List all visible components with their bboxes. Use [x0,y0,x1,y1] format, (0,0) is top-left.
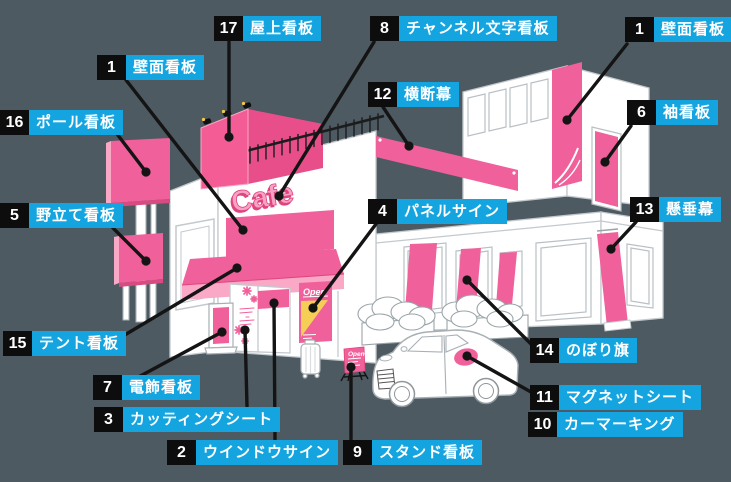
wall-sign-board [226,210,334,259]
callout-label: 屋上看板 [243,16,322,41]
callout-illuminated-sign: 7 電飾看板 [93,375,201,400]
stand-sign-open-text: Open [348,351,365,358]
callout-number: 7 [93,375,122,400]
callout-number: 3 [94,407,123,432]
rooftop-sign [200,101,385,190]
leader-dots [141,115,616,372]
callout-hanging-banner: 13 懸垂幕 [630,197,722,222]
callout-label: 壁面看板 [126,55,205,80]
callout-label: パネルサイン [397,199,508,224]
callout-label: カッティングシート [123,407,281,432]
upper-windows [467,78,549,137]
callout-panel-sign: 4 パネルサイン [368,199,508,224]
callout-label: ポール看板 [29,110,124,135]
callout-rooftop-sign: 17 屋上看板 [214,16,322,41]
callout-magnet-sheet: 11 マグネットシート [530,385,702,410]
projecting-sign [591,126,622,212]
callout-number: 8 [370,16,399,41]
panel-sign-open-text: Open [303,287,327,297]
callout-label: 懸垂幕 [659,197,722,222]
nobori-flags [405,243,517,311]
callout-nobori-flag: 14 のぼり旗 [530,338,638,363]
callout-number: 13 [630,197,659,222]
callout-number: 15 [3,331,32,356]
car-wheels [388,377,500,408]
callout-car-marking: 10 カーマーキング [528,412,683,437]
callout-wall-sign-right: 1 壁面看板 [625,17,731,42]
callout-wall-sign-left: 1 壁面看板 [97,55,205,80]
callout-label: 電飾看板 [122,375,201,400]
callout-number: 14 [530,338,559,363]
hanging-banner [596,228,632,332]
callout-channel-letter-sign: 8 チャンネル文字看板 [370,16,557,41]
callout-label: テント看板 [32,331,127,356]
callout-number: 10 [528,412,557,437]
callout-label: 袖看板 [656,100,719,125]
callout-label: 横断幕 [397,82,460,107]
corner-wall-sign [552,62,582,189]
callout-label: ウインドウサイン [196,440,339,465]
callout-number: 9 [343,440,372,465]
callout-stand-sign: 9 スタンド看板 [343,440,483,465]
callout-horizontal-banner: 12 横断幕 [368,82,460,107]
callout-number: 17 [214,16,243,41]
callout-number: 12 [368,82,397,107]
callout-number: 4 [368,199,397,224]
callout-cutting-sheet: 3 カッティングシート [94,407,281,432]
callout-number: 5 [0,203,29,228]
callout-label: 壁面看板 [654,17,731,42]
callout-window-sign: 2 ウインドウサイン [167,440,339,465]
callout-label: スタンド看板 [372,440,483,465]
callout-number: 11 [530,385,559,410]
callout-number: 2 [167,440,196,465]
callout-number: 16 [0,110,29,135]
callout-label: マグネットシート [559,385,702,410]
callout-label: カーマーキング [557,412,683,437]
callout-label: 野立て看板 [29,203,124,228]
callout-projecting-sign: 6 袖看板 [627,100,719,125]
callout-awning-sign: 15 テント看板 [3,331,127,356]
callout-label: のぼり旗 [559,338,638,363]
callout-number: 6 [627,100,656,125]
stand-sign: Open [340,346,369,382]
callout-pole-sign: 16 ポール看板 [0,110,124,135]
callout-number: 1 [97,55,126,80]
callout-number: 1 [625,17,654,42]
callout-field-sign: 5 野立て看板 [0,203,124,228]
callout-label: チャンネル文字看板 [399,16,557,41]
panel-sign: Open [299,281,332,343]
right-building-upper [462,62,650,212]
roll-case [300,339,321,379]
